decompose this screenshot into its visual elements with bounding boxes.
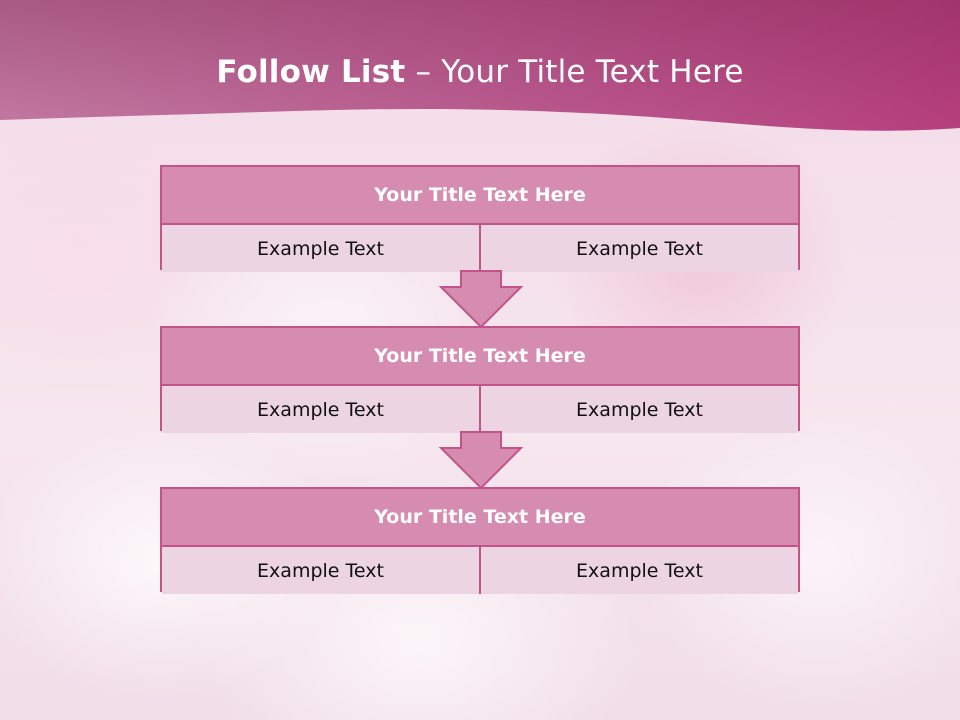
- down-arrow-icon: [438, 431, 524, 490]
- step-left-text: Example Text: [162, 225, 479, 272]
- step-title: Your Title Text Here: [162, 167, 798, 225]
- slide-title: Follow List – Your Title Text Here: [0, 54, 960, 90]
- step-left-text: Example Text: [162, 386, 479, 433]
- step-right-text: Example Text: [479, 225, 798, 272]
- slide-title-rest: – Your Title Text Here: [415, 54, 744, 90]
- slide-title-bold: Follow List: [216, 54, 406, 90]
- step-box-3: Your Title Text Here Example Text Exampl…: [160, 487, 800, 594]
- header-banner: Follow List – Your Title Text Here: [0, 0, 960, 140]
- step-title: Your Title Text Here: [162, 328, 798, 386]
- step-left-text: Example Text: [162, 547, 479, 594]
- step-box-2: Your Title Text Here Example Text Exampl…: [160, 326, 800, 433]
- step-right-text: Example Text: [479, 386, 798, 433]
- down-arrow-icon: [438, 270, 524, 329]
- step-title: Your Title Text Here: [162, 489, 798, 547]
- step-right-text: Example Text: [479, 547, 798, 594]
- step-box-1: Your Title Text Here Example Text Exampl…: [160, 165, 800, 272]
- header-wave: [0, 0, 960, 131]
